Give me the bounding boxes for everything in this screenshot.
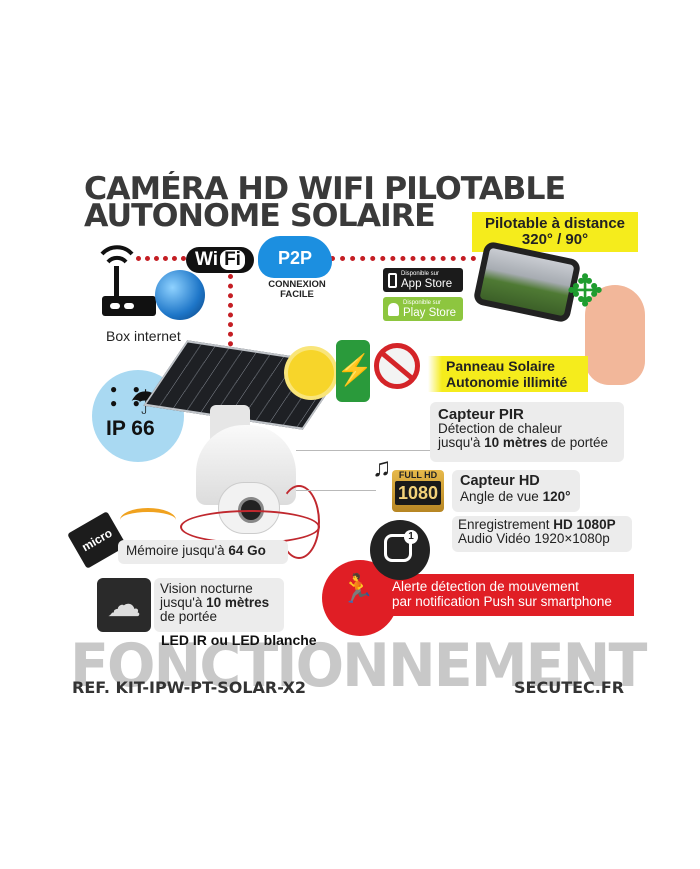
full-hd-badge: FULL HD 1080 [392, 470, 444, 512]
orange-arrow-icon [120, 508, 176, 532]
solar-line-1: Panneau Solaire [446, 358, 555, 374]
app-store-label: App Store [401, 277, 453, 290]
box-internet-label: Box internet [106, 328, 181, 344]
hand-icon [585, 285, 645, 385]
hd-sensor-angle: Angle de vue 120° [460, 489, 571, 504]
fonctionnement-watermark: FONCTIONNEMENT [70, 631, 647, 701]
wifi-logo-fi: Fi [220, 250, 245, 270]
recording-line-1: Enregistrement HD 1080P [458, 517, 616, 532]
title-line-1: CAMÉRA HD WIFI PILOTABLE [84, 171, 566, 207]
app-store-small-label: Disponible sur [401, 270, 440, 277]
no-plug-icon [374, 343, 420, 389]
notification-badge: 1 [404, 530, 418, 544]
wifi-logo-wi: Wi [195, 249, 219, 270]
phone-screen [479, 247, 575, 317]
product-reference: REF. KIT-IPW-PT-SOLAR-X2 [72, 678, 307, 697]
film-music-icon: ♫ [372, 452, 392, 482]
motion-alert-banner: Alerte détection de mouvement par notifi… [384, 574, 634, 616]
p2p-cloud-icon: P2P [258, 236, 332, 278]
night-vision-box: Vision nocturne jusqu'à 10 mètres de por… [154, 578, 284, 632]
full-hd-top: FULL HD [398, 470, 438, 480]
play-store-label: Play Store [403, 306, 457, 319]
pir-heading: Capteur PIR [438, 406, 524, 423]
ip-rating-label: IP 66 [106, 417, 155, 440]
p2p-label-line-2: FACILE [280, 289, 314, 300]
app-store-badge[interactable]: Disponible sur App Store [383, 268, 463, 292]
site-name: SECUTEC.FR [514, 678, 625, 697]
pilotable-line-2: 320° / 90° [521, 231, 589, 248]
android-icon [388, 302, 399, 316]
notification-icon-bg [370, 520, 430, 580]
led-type-label: LED IR ou LED blanche [161, 632, 317, 648]
play-store-badge[interactable]: Disponible sur Play Store [383, 297, 463, 321]
title-line-2: AUTONOME SOLAIRE [84, 198, 436, 234]
tilt-rotation-arrow [278, 485, 320, 559]
drops-row-2: ● ● [110, 396, 146, 410]
solar-line-2: Autonomie illimité [446, 374, 568, 390]
connection-line-router-wifi [136, 256, 186, 261]
page-title: CAMÉRA HD WIFI PILOTABLE AUTONOME SOLAIR… [84, 171, 566, 234]
p2p-label-line-1: CONNEXION [268, 279, 326, 290]
pir-line-2: jusqu'à 10 mètres de portée [438, 435, 608, 450]
battery-icon: ⚡ [336, 340, 373, 402]
solar-label: Panneau Solaire Autonomie illimité [428, 356, 588, 392]
play-store-small-label: Disponible sur [403, 299, 442, 306]
globe-icon [155, 270, 205, 320]
alert-line-2: par notification Push sur smartphone [392, 594, 612, 609]
move-arrows-icon: ✥ [566, 267, 604, 316]
router-icon [98, 240, 158, 320]
callout-line-hd [296, 490, 376, 491]
night-moon-cloud-icon: ☁ [97, 578, 151, 632]
pir-sensor-box: Capteur PIR Détection de chaleur jusqu'à… [430, 402, 624, 462]
night-line-2: jusqu'à 10 mètres [160, 595, 270, 610]
apple-phone-icon [388, 272, 397, 288]
memory-box: Mémoire jusqu'à 64 Go [118, 540, 288, 564]
callout-line-pir [296, 450, 432, 451]
recording-line-2: Audio Vidéo 1920×1080p [458, 531, 610, 546]
wifi-logo: Wi Fi [186, 247, 254, 273]
night-line-3: de portée [160, 609, 218, 624]
connection-line-p2p-phone [330, 256, 476, 261]
hd-sensor-heading: Capteur HD [460, 473, 540, 489]
sun-icon [288, 350, 334, 396]
notification-app-icon [384, 534, 412, 562]
alert-line-1: Alerte détection de mouvement [392, 579, 579, 594]
connection-line-wifi-camera [228, 274, 233, 356]
pilotable-line-1: Pilotable à distance [484, 215, 626, 232]
pir-line-1: Détection de chaleur [438, 421, 562, 436]
hd-sensor-box: Capteur HD Angle de vue 120° [452, 470, 580, 512]
night-line-1: Vision nocturne [160, 581, 253, 596]
p2p-label: CONNEXION FACILE [258, 280, 336, 300]
rain-drops-icon: ● ● ● ● [110, 382, 146, 410]
recording-box: Enregistrement HD 1080P Audio Vidéo 1920… [452, 516, 632, 552]
full-hd-number: 1080 [395, 481, 441, 505]
motion-runner-icon: 🏃 [340, 573, 375, 604]
drops-row-1: ● ● [110, 382, 146, 396]
